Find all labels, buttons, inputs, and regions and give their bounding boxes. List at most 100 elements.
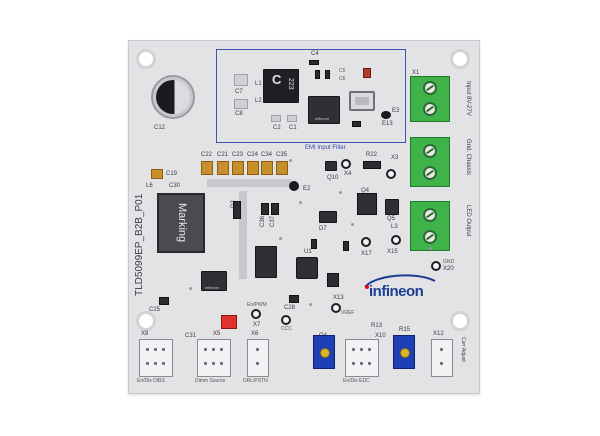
header-x12[interactable]: [431, 339, 453, 377]
header-x8-label: En/Dis DIBS: [137, 378, 165, 384]
ref-c22: C22: [201, 152, 213, 158]
ref-x4: X4: [344, 171, 352, 177]
capacitor-c28: [289, 295, 299, 303]
ref-x3: X3: [391, 155, 399, 161]
ref-e2: E2: [303, 186, 311, 192]
test-point-x20[interactable]: [431, 261, 441, 271]
test-point-x16[interactable]: [281, 315, 291, 325]
resistor-r8: [311, 239, 317, 249]
capacitor-c24: [247, 161, 259, 175]
potentiometer-r15[interactable]: [393, 335, 415, 369]
ref-c12: C12: [154, 125, 166, 131]
ref-l6: L6: [146, 183, 153, 189]
terminal-input[interactable]: [410, 76, 450, 122]
ref-c6: C6: [339, 76, 346, 82]
header-x10[interactable]: [345, 339, 379, 377]
ref-x13: X13: [333, 295, 344, 301]
capacitor-c19: [151, 169, 163, 179]
led-output-label: LED Output: [465, 205, 471, 237]
screw-led-2[interactable]: [423, 230, 437, 244]
transistor-q4: [357, 193, 377, 215]
resistor-r9: [343, 241, 349, 251]
inductor-l1: C 223: [263, 69, 299, 103]
ref-x1: X1: [412, 70, 420, 76]
ref-c34: C34: [261, 152, 273, 158]
header-x5[interactable]: [197, 339, 231, 377]
test-point-x15[interactable]: [391, 235, 401, 245]
inductor-marking-block: Marking: [157, 193, 205, 253]
test-point-x7[interactable]: [251, 309, 261, 319]
cap-c36: [261, 203, 269, 215]
test-point-x4[interactable]: [341, 159, 351, 169]
logo-text: infineon: [369, 283, 424, 300]
screw-chassis-1[interactable]: [423, 144, 437, 158]
led-d3: [363, 68, 371, 78]
ccc-label: CCC: [281, 326, 292, 332]
screw-input-1[interactable]: [423, 81, 437, 95]
gnd-label: GND: [443, 259, 455, 265]
test-point-x13[interactable]: [331, 303, 341, 313]
diode-d2: [233, 201, 241, 219]
ref-r22: R22: [366, 152, 378, 158]
screw-led-1[interactable]: [423, 208, 437, 222]
ref-c7: C7: [235, 89, 243, 95]
resistor-c: [352, 121, 361, 127]
ref-c21: C21: [217, 152, 229, 158]
vref-label: VREF: [341, 310, 355, 316]
pad-c7: [234, 74, 248, 86]
ref-q10: Q10: [327, 175, 339, 181]
header-x8[interactable]: [139, 339, 173, 377]
ref-c35: C35: [276, 152, 288, 158]
mounting-hole-bottom-left: [136, 311, 156, 331]
header-x10-label: En/Dis EDC: [343, 378, 370, 384]
header-x6[interactable]: [247, 339, 269, 377]
mosfet-q1: infineon: [308, 96, 340, 124]
ref-e13: E13: [382, 121, 393, 127]
infineon-swoosh-icon: [364, 274, 436, 289]
test-point-x3-pin[interactable]: [386, 169, 396, 179]
ref-r15: R15: [399, 327, 411, 333]
capacitor-c25: [159, 297, 169, 305]
infineon-logo: infineon: [361, 273, 441, 303]
ref-q5: Q5: [387, 216, 396, 222]
pad-c1: [287, 115, 297, 122]
copper-trace-2: [239, 191, 247, 279]
header-x6-label: DRL/PSTN: [243, 378, 268, 384]
ref-r13: R13: [371, 323, 383, 329]
bead-e13: [381, 111, 391, 119]
screw-chassis-2[interactable]: [423, 166, 437, 180]
ref-c8: C8: [235, 111, 243, 117]
inductor-marking-code: 223: [287, 78, 294, 90]
ref-x17: X17: [361, 251, 372, 257]
screw-input-2[interactable]: [423, 102, 437, 116]
ref-c30: C30: [169, 183, 181, 189]
ref-c19: C19: [166, 171, 178, 177]
capacitor-c34: [261, 161, 273, 175]
mosfet-boost: infineon: [201, 271, 227, 291]
capacitor-c22: [201, 161, 213, 175]
terminal-chassis[interactable]: [410, 137, 450, 187]
test-point-x17[interactable]: [361, 237, 371, 247]
chassis-label: Gnd. Chassis: [465, 139, 471, 176]
ref-x10: X10: [375, 333, 386, 339]
ref-c36: C36: [260, 215, 266, 227]
ref-c31: C31: [185, 333, 197, 339]
ic-d7: [319, 211, 337, 223]
header-x12-label: Curr Adjust: [460, 337, 466, 362]
transistor-q10: [325, 161, 337, 171]
bead-e2: [289, 181, 299, 191]
potentiometer-r4[interactable]: [313, 335, 335, 369]
ref-l1: L1: [255, 81, 262, 87]
ref-x15: X15: [387, 249, 398, 255]
ref-c37: C37: [270, 215, 276, 227]
ref-c23: C23: [232, 152, 244, 158]
cap-c37: [271, 203, 279, 215]
part-number-label: TLD5099EP_B2B_P01: [134, 193, 145, 296]
terminal-led-output[interactable]: [410, 201, 450, 251]
ref-c25: C25: [149, 307, 161, 313]
resistor-b: [325, 70, 330, 79]
ref-x7: X7: [253, 322, 261, 328]
inductor-marking-letter: C: [272, 72, 282, 87]
ref-l2: L2: [255, 98, 262, 104]
ref-x20: X20: [443, 266, 454, 272]
